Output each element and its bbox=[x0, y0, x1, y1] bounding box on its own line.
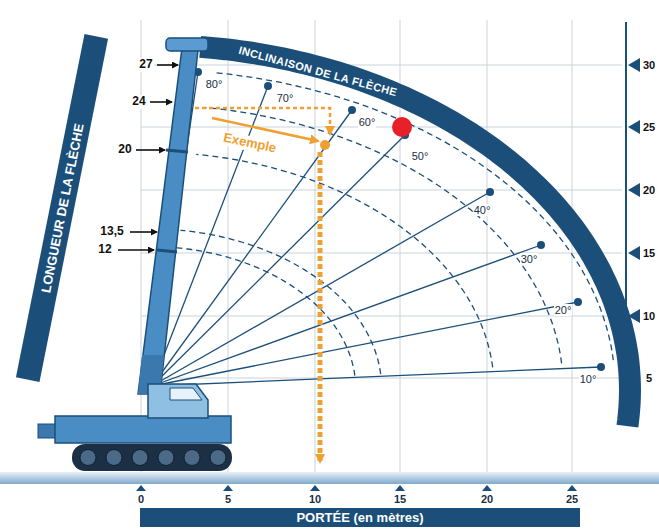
track-wheel bbox=[132, 450, 148, 466]
reach-value: 5 bbox=[224, 493, 232, 506]
height-value: 10 bbox=[642, 310, 656, 323]
height-value: 20 bbox=[642, 184, 656, 197]
height-scale bbox=[628, 371, 640, 385]
angle-value: 70° bbox=[276, 92, 295, 105]
crane-body bbox=[55, 416, 231, 443]
angle-dots bbox=[537, 241, 545, 249]
grid bbox=[141, 65, 622, 66]
angle-lines bbox=[152, 135, 405, 386]
grid bbox=[141, 316, 622, 317]
angle-value: 40° bbox=[473, 204, 492, 217]
grid bbox=[228, 20, 229, 472]
boom-length-arrows bbox=[118, 249, 154, 251]
height-value: 25 bbox=[642, 121, 656, 134]
boom-length-arcs bbox=[177, 73, 613, 376]
height-value: 15 bbox=[642, 247, 656, 260]
reach-value: 25 bbox=[565, 493, 579, 506]
example-path bbox=[318, 152, 323, 462]
angle-lines bbox=[152, 302, 578, 386]
reach-ticks bbox=[136, 485, 146, 491]
boom-length-value: 27 bbox=[138, 58, 153, 72]
band-title: INCLINAISON DE LA FLÈCHE bbox=[237, 44, 398, 99]
reach-ticks bbox=[395, 485, 405, 491]
grid bbox=[141, 127, 622, 128]
height-scale bbox=[628, 309, 640, 323]
grid bbox=[141, 378, 622, 379]
boom-length-value: 12 bbox=[97, 243, 112, 257]
angle-value: 30° bbox=[520, 253, 539, 266]
grid bbox=[487, 20, 488, 472]
grid bbox=[572, 20, 573, 472]
crane-body bbox=[38, 384, 231, 443]
ground-strip bbox=[0, 472, 659, 484]
grid bbox=[315, 20, 316, 472]
example-path bbox=[320, 140, 330, 150]
telescopic-boom bbox=[138, 38, 208, 394]
reach-ticks bbox=[136, 485, 577, 491]
track-wheel bbox=[210, 450, 226, 466]
telescopic-boom bbox=[166, 150, 188, 152]
height-scale bbox=[628, 183, 640, 197]
reach-value: 15 bbox=[393, 493, 407, 506]
grid bbox=[141, 253, 622, 254]
boom-length-value: 20 bbox=[117, 143, 132, 157]
band-title: LONGUEUR DE LA FLÈCHE bbox=[38, 122, 86, 294]
reach-ticks bbox=[310, 485, 320, 491]
angle-lines bbox=[152, 72, 601, 386]
reach-ticks bbox=[567, 485, 577, 491]
height-value: 30 bbox=[642, 59, 656, 72]
height-scale bbox=[628, 246, 640, 260]
angle-value: 20° bbox=[554, 304, 573, 317]
angle-value: 80° bbox=[205, 78, 224, 91]
boom-length-band: LONGUEUR DE LA FLÈCHE bbox=[16, 34, 108, 382]
telescopic-boom bbox=[138, 48, 198, 394]
angle-dots bbox=[264, 82, 272, 90]
angle-lines bbox=[152, 367, 601, 386]
crane-body bbox=[148, 384, 208, 418]
angle-value: 60° bbox=[358, 116, 377, 129]
telescopic-boom bbox=[157, 250, 177, 252]
grid bbox=[141, 20, 142, 472]
reach-value: 10 bbox=[308, 493, 322, 506]
boom-length-arrows bbox=[136, 149, 165, 151]
angle-lines bbox=[152, 245, 541, 386]
track-wheel bbox=[158, 450, 174, 466]
telescopic-boom bbox=[166, 38, 208, 51]
angle-value: 10° bbox=[579, 373, 598, 386]
reach-ticks bbox=[482, 485, 492, 491]
boom-length-value: 24 bbox=[131, 95, 146, 109]
red-mark bbox=[392, 117, 412, 137]
angle-dots bbox=[574, 298, 582, 306]
angle-dots bbox=[348, 106, 356, 114]
band-title: PORTÉE (en mètres) bbox=[296, 510, 423, 525]
reach-value: 20 bbox=[480, 493, 494, 506]
boom-length-arrows bbox=[150, 101, 172, 103]
example-path bbox=[195, 108, 330, 462]
height-scale bbox=[625, 22, 627, 392]
height-scale bbox=[628, 58, 640, 72]
reach-value: 0 bbox=[137, 493, 145, 506]
crawler-tracks bbox=[72, 444, 232, 471]
grid bbox=[141, 20, 622, 472]
height-scale bbox=[626, 22, 640, 392]
crawler-tracks bbox=[72, 444, 232, 471]
boom-length-arrows bbox=[157, 64, 178, 66]
angle-value: 50° bbox=[411, 150, 430, 163]
reach-band: PORTÉE (en mètres) bbox=[140, 508, 580, 527]
track-wheel bbox=[80, 450, 96, 466]
angle-dots bbox=[194, 68, 605, 371]
track-wheel bbox=[106, 450, 122, 466]
track-wheel bbox=[184, 450, 200, 466]
reach-ticks bbox=[223, 485, 233, 491]
height-value: 5 bbox=[645, 372, 653, 385]
angle-dots bbox=[486, 188, 494, 196]
boom-length-value: 13,5 bbox=[99, 225, 124, 239]
boom-length-arrows bbox=[130, 231, 157, 233]
crane-body bbox=[170, 388, 202, 400]
angle-dots bbox=[597, 363, 605, 371]
inclination-band-arc bbox=[200, 47, 630, 426]
inclination-band: INCLINAISON DE LA FLÈCHE bbox=[229, 40, 407, 103]
height-scale bbox=[628, 120, 640, 134]
